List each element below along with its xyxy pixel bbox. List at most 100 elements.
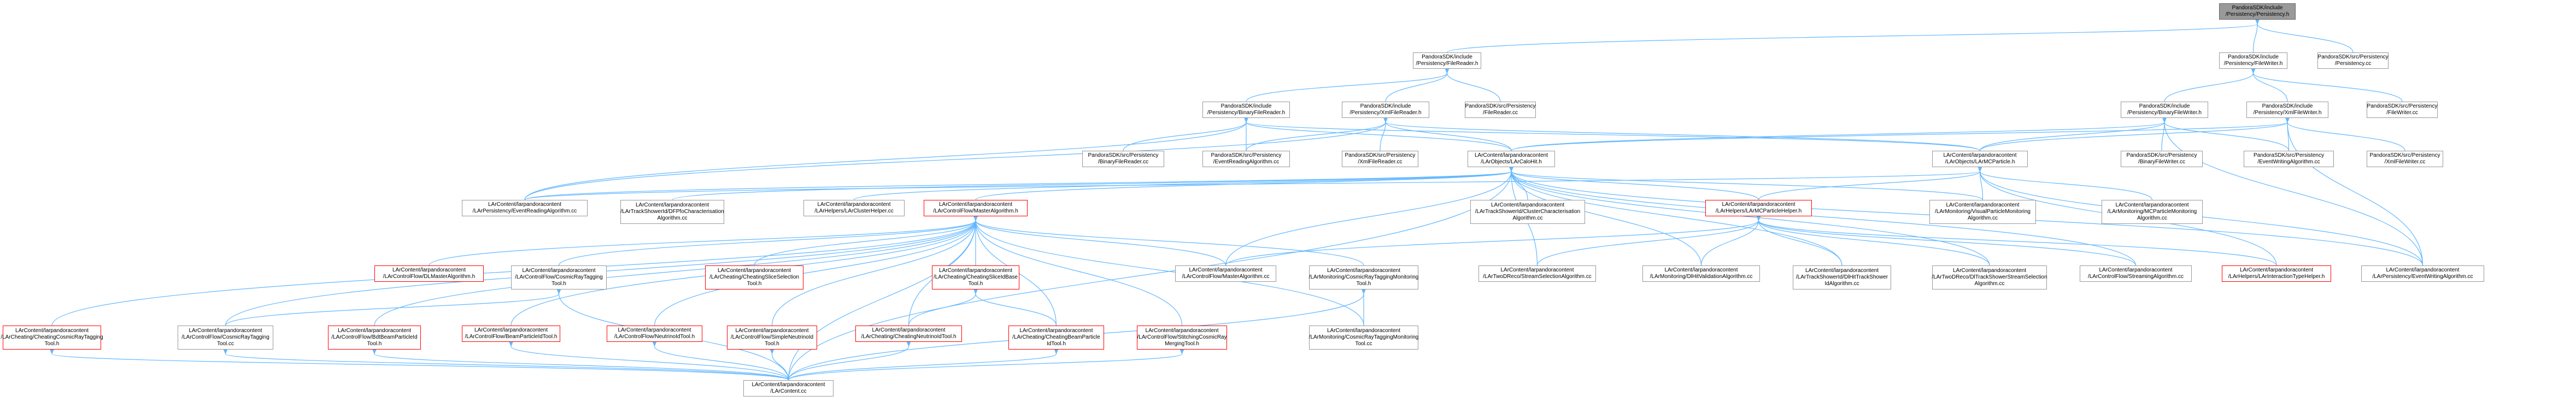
- dependency-edge: [973, 215, 1227, 266]
- dependency-edge: [49, 348, 789, 381]
- node-clustercharacterisation-cc[interactable]: LArContent/larpandoracontent /LArTrackSh…: [1470, 200, 1585, 224]
- node-cosmicraytaggingmonitoring-cc[interactable]: LArContent/larpandoracontent /LArMonitor…: [1309, 326, 1418, 350]
- dependency-edge: [2162, 117, 2290, 151]
- node-mcparticlemonitoring-cc[interactable]: LArContent/larpandoracontent /LArMonitor…: [2102, 200, 2203, 224]
- node-eventwritingalgorithm-cc[interactable]: PandoraSDK/src/Persistency /EventWriting…: [2244, 151, 2334, 167]
- dependency-edge: [2164, 68, 2256, 102]
- dependency-edge: [1978, 166, 2153, 200]
- node-xmlfilereader-cc[interactable]: PandoraSDK/src/Persistency /XmlFileReade…: [1342, 151, 1418, 167]
- node-eventreadingalgorithm-cc[interactable]: PandoraSDK/src/Persistency /EventReading…: [1202, 151, 1290, 167]
- dependency-edge: [372, 348, 789, 381]
- dependency-edge: [1758, 166, 1982, 200]
- node-persistency-cc[interactable]: PandoraSDK/src/Persistency /Persistency.…: [2317, 52, 2389, 69]
- dependency-edge: [975, 166, 1514, 200]
- node-masteralgorithm-cc[interactable]: LArContent/larpandoracontent /LArControl…: [1175, 265, 1276, 282]
- dependency-edge: [2161, 117, 2167, 151]
- node-larcalohit-h[interactable]: LArContent/larpandoracontent /LArObjects…: [1468, 151, 1555, 167]
- dependency-edge: [1756, 215, 2277, 266]
- dependency-edge: [1509, 166, 1990, 266]
- dependency-edge: [1246, 68, 1450, 102]
- node-larinteractiontypehelper-h[interactable]: LArContent/larpandoracontent /LArHelpers…: [2222, 265, 2331, 282]
- dependency-edge: [788, 341, 911, 381]
- node-binaryfilewriter-cc[interactable]: PandoraSDK/src/Persistency /BinaryFileWr…: [2121, 151, 2203, 167]
- node-cosmicraytaggingmonitoring-h[interactable]: LArContent/larpandoracontent /LArMonitor…: [1309, 265, 1418, 289]
- node-dlmasteralgorithm-h[interactable]: LArContent/larpandoracontent /LArControl…: [374, 265, 484, 282]
- node-streamselectionalgorithm-cc[interactable]: LArContent/larpandoracontent /LArTwoDRec…: [1478, 265, 1596, 282]
- node-neutrinoidtool-h[interactable]: LArContent/larpandoracontent /LArControl…: [607, 326, 702, 342]
- dependency-edge: [973, 288, 1057, 326]
- node-filewriter-cc[interactable]: PandoraSDK/src/Persistency /FileWriter.c…: [2367, 102, 2438, 118]
- dependency-edge: [524, 117, 1388, 200]
- node-larclusterhelper-cc[interactable]: LArContent/larpandoracontent /LArHelpers…: [803, 200, 905, 216]
- dependency-edge: [1509, 166, 1984, 200]
- node-cheatingbeamparticleidtool-h[interactable]: LArContent/larpandoracontent /LArCheatin…: [1008, 326, 1104, 350]
- dependency-edge: [1756, 215, 1842, 266]
- node-masteralgorithm-h[interactable]: LArContent/larpandoracontent /LArControl…: [924, 200, 1028, 216]
- node-binaryfilereader-h[interactable]: PandoraSDK/include /Persistency/BinaryFi…: [1202, 102, 1290, 118]
- dependency-edge: [1383, 117, 1512, 151]
- dependency-edge: [973, 215, 1364, 326]
- node-cheatingcosmicraytaggingtool-h[interactable]: LArContent/larpandoracontent /LArCheatin…: [1, 326, 103, 350]
- dependency-edge: [508, 341, 789, 381]
- node-larcontent-cc[interactable]: LArContent/larpandoracontent /LArContent…: [743, 380, 834, 397]
- dependency-edge: [853, 166, 1514, 200]
- dependency-edge: [1385, 68, 1450, 102]
- node-persistency-h[interactable]: PandoraSDK/include /Persistency/Persiste…: [2219, 3, 2296, 20]
- dependency-edge: [2162, 117, 2424, 266]
- node-xmlfilereader-h[interactable]: PandoraSDK/include /Persistency/XmlFileR…: [1342, 102, 1429, 118]
- dependency-edge: [524, 166, 1514, 200]
- node-filereader-cc[interactable]: PandoraSDK/src/Persistency /FileReader.c…: [1465, 102, 1536, 118]
- node-dlhitvalidationalgorithm-cc[interactable]: LArContent/larpandoracontent /LArMonitor…: [1642, 265, 1760, 282]
- dependency-edge: [788, 348, 1184, 381]
- node-streamingalgorithm-cc[interactable]: LArContent/larpandoracontent /LArControl…: [2080, 265, 2192, 282]
- dependency-edge: [1380, 117, 1388, 151]
- node-dlhittrackshoweridalgorithm-cc[interactable]: LArContent/larpandoracontent /LArTrackSh…: [1793, 265, 1891, 289]
- dependency-edge: [672, 166, 1514, 200]
- dependency-edge: [770, 348, 789, 381]
- node-larmcparticlehelper-h[interactable]: LArContent/larpandoracontent /LArHelpers…: [1705, 200, 1812, 216]
- node-dfpfocharacterisation-cc[interactable]: LArContent/larpandoracontent /LArTrackSh…: [620, 200, 724, 224]
- node-cosmicraytaggingtool-h[interactable]: LArContent/larpandoracontent /LArControl…: [511, 265, 607, 289]
- node-larmcparticle-h[interactable]: LArContent/larpandoracontent /LArObjects…: [1932, 151, 2028, 167]
- dependency-edge: [1225, 215, 1761, 266]
- dependency-edge: [524, 166, 1983, 200]
- node-beamparticleidtool-h[interactable]: LArContent/larpandoracontent /LArControl…: [462, 326, 560, 342]
- dependency-edge: [1511, 117, 2290, 151]
- dependency-edge: [1243, 117, 1512, 151]
- dependency-edge: [1123, 117, 1249, 151]
- node-simpleneutrinoidtool-h[interactable]: LArContent/larpandoracontent /LArControl…: [727, 326, 817, 350]
- dependency-edge: [374, 215, 978, 326]
- dependency-edge: [908, 288, 978, 326]
- node-binaryfilereader-cc[interactable]: PandoraSDK/src/Persistency /BinaryFileRe…: [1082, 151, 1164, 167]
- node-filereader-h[interactable]: PandoraSDK/include /Persistency/FileRead…: [1413, 52, 1481, 69]
- node-bdtbeamparticleidtool-h[interactable]: LArContent/larpandoracontent /LArControl…: [328, 326, 421, 350]
- node-cosmicraytaggingtool-cc[interactable]: LArContent/larpandoracontent /LArControl…: [178, 326, 273, 350]
- dependency-edge: [1756, 215, 2137, 266]
- node-binaryfilewriter-h[interactable]: PandoraSDK/include /Persistency/BinaryFi…: [2121, 102, 2208, 118]
- dependency-edge: [654, 215, 978, 326]
- dependency-edge: [2251, 68, 2288, 102]
- node-stitchingcosmicraymergingtool-h[interactable]: LArContent/larpandoracontent /LArControl…: [1137, 326, 1227, 350]
- node-lar-eventwritingalgorithm-cc[interactable]: LArContent/larpandoracontent /LArPersist…: [2361, 265, 2484, 282]
- dependency-edge: [223, 348, 789, 381]
- node-filewriter-h[interactable]: PandoraSDK/include /Persistency/FileWrit…: [2219, 52, 2287, 69]
- node-dltrackshowerstreamselection-cc[interactable]: LArContent/larpandoracontent /LArTwoDRec…: [1932, 265, 2047, 289]
- dependency-edge: [1445, 68, 1501, 102]
- node-cheatingsliceselectiontool-h[interactable]: LArContent/larpandoracontent /LArCheatin…: [705, 265, 803, 289]
- node-cheatingsliceidbasetool-h[interactable]: LArContent/larpandoracontent /LArCheatin…: [932, 265, 1019, 289]
- dependency-edge: [788, 348, 1059, 381]
- node-xmlfilewriter-h[interactable]: PandoraSDK/include /Persistency/XmlFileW…: [2246, 102, 2328, 118]
- dependency-edge: [1511, 117, 2167, 151]
- node-xmlfilewriter-cc[interactable]: PandoraSDK/src/Persistency /XmlFileWrite…: [2367, 151, 2443, 167]
- dependency-edge: [1536, 215, 1761, 266]
- node-visualparticlemonitoring-cc[interactable]: LArContent/larpandoracontent /LArMonitor…: [1929, 200, 2036, 224]
- node-lar-eventreadingalgorithm-cc[interactable]: LArContent/larpandoracontent /LArPersist…: [462, 200, 588, 216]
- dependency-edge: [973, 215, 1364, 266]
- dependency-edge: [558, 215, 978, 266]
- dependency-edge: [1243, 117, 1981, 151]
- node-cheatingneutrinoidtool-h[interactable]: LArContent/larpandoracontent /LArCheatin…: [855, 326, 962, 342]
- dependency-edge: [788, 166, 1514, 381]
- dependency-edge: [1383, 117, 1981, 151]
- dependency-edge: [2285, 117, 2405, 151]
